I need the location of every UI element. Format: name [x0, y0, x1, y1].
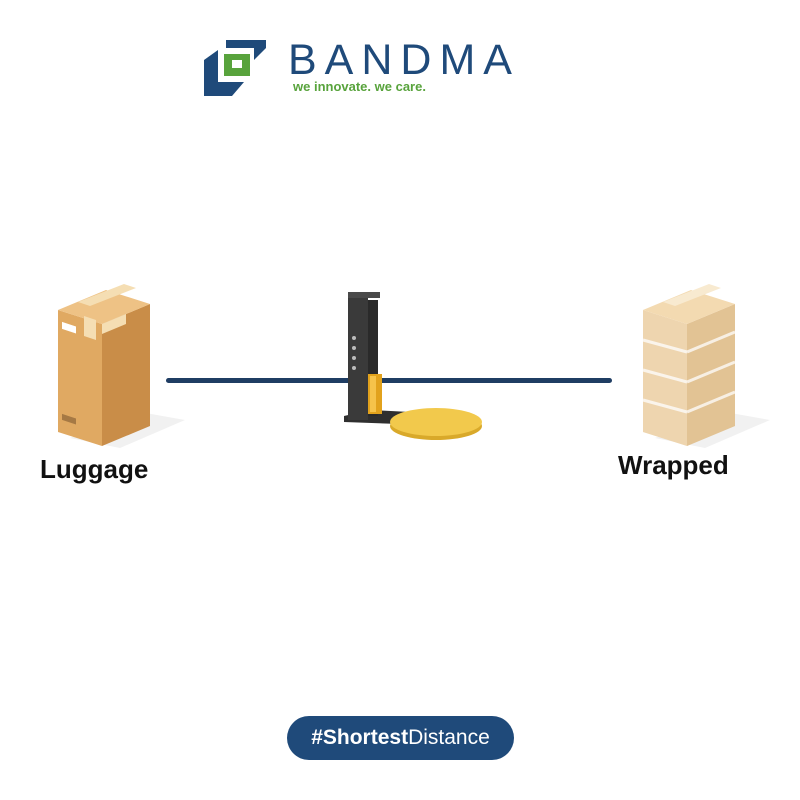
- bandma-logo-icon: [204, 40, 266, 96]
- brand-logo: BANDMA we innovate. we care.: [204, 36, 604, 100]
- cardboard-box-icon: [58, 284, 185, 448]
- luggage-label: Luggage: [40, 454, 149, 484]
- brand-tagline: we innovate. we care.: [293, 79, 426, 94]
- hashtag-prefix: #: [311, 726, 323, 749]
- brand-name: BANDMA: [288, 36, 520, 84]
- wrapped-label: Wrapped: [618, 450, 729, 480]
- hashtag-regular-word: Distance: [408, 726, 490, 749]
- hashtag-bold-word: Shortest: [322, 726, 409, 749]
- flow-line: [166, 378, 612, 383]
- wrapped-box-icon: [642, 284, 770, 448]
- stretch-wrapping-machine-icon: [344, 292, 482, 440]
